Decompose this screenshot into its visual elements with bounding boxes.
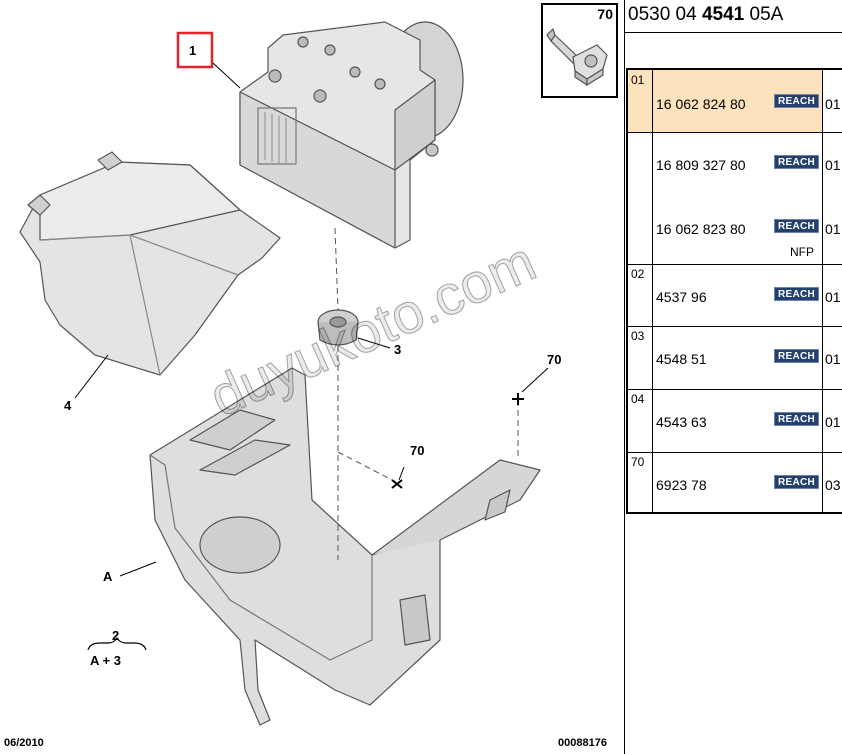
ref-number: 70 bbox=[631, 455, 645, 469]
brace-line bbox=[87, 636, 147, 651]
reach-badge: REACH bbox=[774, 219, 819, 233]
part-number[interactable]: 4543 63 bbox=[656, 414, 707, 430]
ref-number: 02 bbox=[631, 267, 645, 281]
table-row[interactable]: 03 4548 51 REACH 01 bbox=[628, 326, 842, 390]
part-number[interactable]: 4537 96 bbox=[656, 289, 707, 305]
ref-number: 01 bbox=[631, 73, 645, 87]
quantity: 03 bbox=[825, 477, 841, 493]
shield-cover-shape bbox=[19, 151, 281, 376]
part-number[interactable]: 6923 78 bbox=[656, 477, 707, 493]
code-suffix: 05A bbox=[749, 4, 784, 25]
part-number[interactable]: 16 809 327 80 bbox=[656, 157, 746, 173]
header-divider bbox=[624, 32, 842, 33]
reach-badge: REACH bbox=[774, 94, 819, 108]
part-number[interactable]: 4548 51 bbox=[656, 351, 707, 367]
reach-badge: REACH bbox=[774, 287, 819, 301]
reach-badge: REACH bbox=[774, 412, 819, 426]
code-prefix: 0530 04 bbox=[628, 4, 697, 25]
footer-date: 06/2010 bbox=[4, 737, 44, 749]
bolt-icon bbox=[546, 27, 608, 87]
table-row[interactable]: 04 4543 63 REACH 01 bbox=[628, 389, 842, 453]
column-divider-ref bbox=[652, 70, 653, 512]
callout-a-plus-3[interactable]: A + 3 bbox=[90, 653, 121, 668]
thumbnail-bolt[interactable]: 70 bbox=[541, 3, 618, 98]
quantity: 01 bbox=[825, 157, 841, 173]
selected-callout-box bbox=[176, 31, 214, 69]
panel-divider bbox=[624, 0, 625, 754]
table-row[interactable]: 70 6923 78 REACH 03 bbox=[628, 452, 842, 514]
quantity: 01 bbox=[825, 289, 841, 305]
column-divider-qty bbox=[822, 70, 823, 512]
table-row[interactable]: 16 062 823 80 REACH 01 NFP bbox=[628, 196, 842, 265]
code-bold: 4541 bbox=[701, 4, 745, 25]
callout-70-right[interactable]: 70 bbox=[547, 352, 561, 367]
exploded-parts-diagram: 1 3 4 A 70 70 2 A + 3 bbox=[19, 21, 561, 726]
grommet-shape bbox=[317, 309, 359, 346]
reach-badge: REACH bbox=[774, 155, 819, 169]
quantity: 01 bbox=[825, 96, 841, 112]
callout-1[interactable]: 1 bbox=[189, 43, 196, 58]
footer-code: 00088176 bbox=[558, 737, 607, 749]
reach-badge: REACH bbox=[774, 475, 819, 489]
table-row[interactable]: 02 4537 96 REACH 01 bbox=[628, 264, 842, 327]
quantity: 01 bbox=[825, 414, 841, 430]
abs-module-shape bbox=[239, 21, 464, 249]
callout-70-left[interactable]: 70 bbox=[410, 443, 424, 458]
part-number[interactable]: 16 062 824 80 bbox=[656, 96, 746, 112]
parts-table: 01 16 062 824 80 REACH 01 16 809 327 80 … bbox=[626, 68, 842, 514]
part-group-code: 0530 04 4541 05A bbox=[628, 4, 783, 26]
table-row[interactable]: 01 16 062 824 80 REACH 01 bbox=[628, 70, 842, 133]
callout-3[interactable]: 3 bbox=[394, 342, 401, 357]
quantity: 01 bbox=[825, 221, 841, 237]
callout-a[interactable]: A bbox=[103, 569, 113, 584]
thumbnail-label: 70 bbox=[597, 6, 613, 22]
nfp-note: NFP bbox=[790, 245, 814, 259]
reach-badge: REACH bbox=[774, 349, 819, 363]
quantity: 01 bbox=[825, 351, 841, 367]
bracket-shape bbox=[149, 367, 541, 726]
ref-number: 03 bbox=[631, 329, 645, 343]
ref-number: 04 bbox=[631, 392, 645, 406]
table-row[interactable]: 16 809 327 80 REACH 01 bbox=[628, 132, 842, 196]
callout-2[interactable]: 2 bbox=[112, 628, 119, 643]
callout-4[interactable]: 4 bbox=[64, 398, 72, 413]
part-number[interactable]: 16 062 823 80 bbox=[656, 221, 746, 237]
